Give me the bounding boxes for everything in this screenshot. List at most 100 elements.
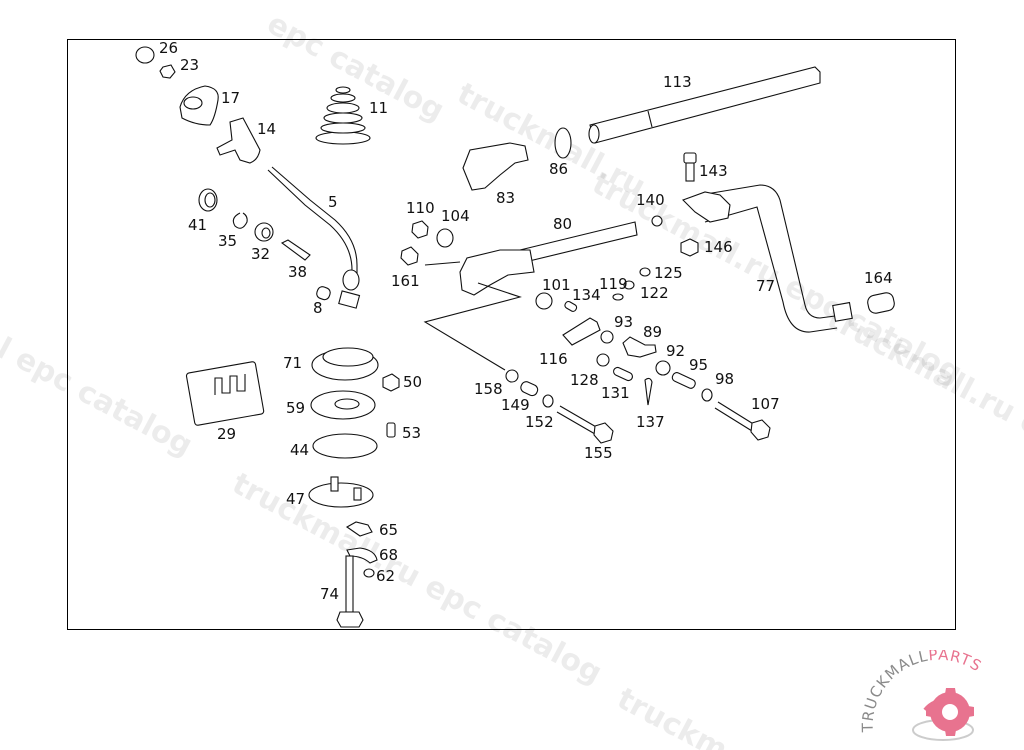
label-107[interactable]: 107 (751, 395, 780, 413)
label-164[interactable]: 164 (864, 269, 893, 287)
part-95-sleeve[interactable] (671, 371, 697, 389)
part-93-washer[interactable] (600, 330, 614, 344)
part-26-cap[interactable] (135, 46, 155, 64)
label-53[interactable]: 53 (402, 424, 421, 442)
label-29[interactable]: 29 (217, 425, 236, 443)
label-143[interactable]: 143 (699, 162, 728, 180)
label-158[interactable]: 158 (474, 380, 503, 398)
part-47-plate[interactable] (308, 482, 374, 508)
part-119-washer[interactable] (612, 293, 624, 301)
part-155-bolt[interactable] (556, 405, 599, 435)
label-68[interactable]: 68 (379, 546, 398, 564)
label-71[interactable]: 71 (283, 354, 302, 372)
label-41[interactable]: 41 (188, 216, 207, 234)
label-47[interactable]: 47 (286, 490, 305, 508)
part-128-clip[interactable] (596, 353, 610, 367)
label-155[interactable]: 155 (584, 444, 613, 462)
label-104[interactable]: 104 (441, 207, 470, 225)
part-83-bracket[interactable] (462, 142, 529, 191)
label-98[interactable]: 98 (715, 370, 734, 388)
label-77[interactable]: 77 (756, 277, 775, 295)
label-128[interactable]: 128 (570, 371, 599, 389)
part-134-pin[interactable] (564, 300, 578, 312)
part-53-bolt[interactable] (386, 422, 396, 438)
label-146[interactable]: 146 (704, 238, 733, 256)
part-50-nut[interactable] (382, 373, 400, 392)
part-116-fork[interactable] (562, 317, 601, 346)
label-44[interactable]: 44 (290, 441, 309, 459)
label-32[interactable]: 32 (251, 245, 270, 263)
label-110[interactable]: 110 (406, 199, 435, 217)
label-8[interactable]: 8 (313, 299, 323, 317)
label-149[interactable]: 149 (501, 396, 530, 414)
label-122[interactable]: 122 (640, 284, 669, 302)
part-89-lever[interactable] (622, 336, 657, 358)
label-38[interactable]: 38 (288, 263, 307, 281)
label-5[interactable]: 5 (328, 193, 338, 211)
label-95[interactable]: 95 (689, 356, 708, 374)
part-8-sleeve[interactable] (315, 285, 331, 301)
part-35-circlip[interactable] (232, 212, 248, 229)
part-161-nut[interactable] (400, 246, 419, 266)
label-134[interactable]: 134 (572, 286, 601, 304)
label-11[interactable]: 11 (369, 99, 388, 117)
part-65-clamp[interactable] (345, 521, 373, 537)
label-152[interactable]: 152 (525, 413, 554, 431)
part-104-bushing[interactable] (436, 228, 454, 248)
part-92-bushing[interactable] (655, 360, 671, 376)
label-35[interactable]: 35 (218, 232, 237, 250)
part-146-nut[interactable] (680, 238, 699, 257)
label-113[interactable]: 113 (663, 73, 692, 91)
label-59[interactable]: 59 (286, 399, 305, 417)
part-158-clip[interactable] (505, 369, 519, 383)
label-140[interactable]: 140 (636, 191, 665, 209)
part-77-clamp[interactable] (682, 191, 731, 223)
part-86-oring[interactable] (554, 127, 572, 159)
part-122-washer[interactable] (623, 280, 635, 290)
label-86[interactable]: 86 (549, 160, 568, 178)
part-110-nut[interactable] (411, 220, 429, 239)
label-89[interactable]: 89 (643, 323, 662, 341)
part-68-bracket[interactable] (346, 547, 378, 564)
label-80[interactable]: 80 (553, 215, 572, 233)
part-80-bracket[interactable] (459, 249, 535, 296)
part-164-sleeve[interactable] (866, 291, 895, 314)
label-74[interactable]: 74 (320, 585, 339, 603)
truckmall-parts-logo[interactable]: TRUCKMALLPARTS (855, 650, 1020, 750)
label-50[interactable]: 50 (403, 373, 422, 391)
label-92[interactable]: 92 (666, 342, 685, 360)
part-101-bushing[interactable] (535, 292, 553, 310)
label-23[interactable]: 23 (180, 56, 199, 74)
part-80-shaft[interactable] (519, 221, 638, 263)
label-161[interactable]: 161 (391, 272, 420, 290)
part-14-holder[interactable] (216, 117, 261, 164)
part-74-bolt[interactable] (345, 555, 354, 613)
label-62[interactable]: 62 (376, 567, 395, 585)
part-5-lever[interactable] (267, 169, 353, 280)
label-101[interactable]: 101 (542, 276, 571, 294)
label-14[interactable]: 14 (257, 120, 276, 138)
part-131-pin[interactable] (612, 366, 634, 382)
label-137[interactable]: 137 (636, 413, 665, 431)
label-65[interactable]: 65 (379, 521, 398, 539)
part-113-shaft[interactable] (589, 66, 821, 144)
part-143-bolt-head[interactable] (683, 152, 697, 164)
part-62-nut[interactable] (363, 568, 375, 578)
label-116[interactable]: 116 (539, 350, 568, 368)
part-77-crank[interactable] (699, 184, 836, 319)
part-38-pin[interactable] (280, 239, 311, 261)
part-149-sleeve[interactable] (519, 380, 539, 397)
label-125[interactable]: 125 (654, 264, 683, 282)
part-44-plate[interactable] (312, 433, 378, 459)
label-131[interactable]: 131 (601, 384, 630, 402)
part-137-cotter-pin[interactable] (644, 377, 653, 406)
label-17[interactable]: 17 (221, 89, 240, 107)
label-26[interactable]: 26 (159, 39, 178, 57)
part-23-nut[interactable] (159, 64, 176, 79)
part-125-washer[interactable] (639, 267, 651, 277)
part-107-bolt[interactable] (714, 401, 756, 432)
part-152-washer[interactable] (542, 394, 554, 408)
part-98-washer[interactable] (701, 388, 713, 402)
part-140-lock-nut[interactable] (651, 215, 663, 227)
label-83[interactable]: 83 (496, 189, 515, 207)
